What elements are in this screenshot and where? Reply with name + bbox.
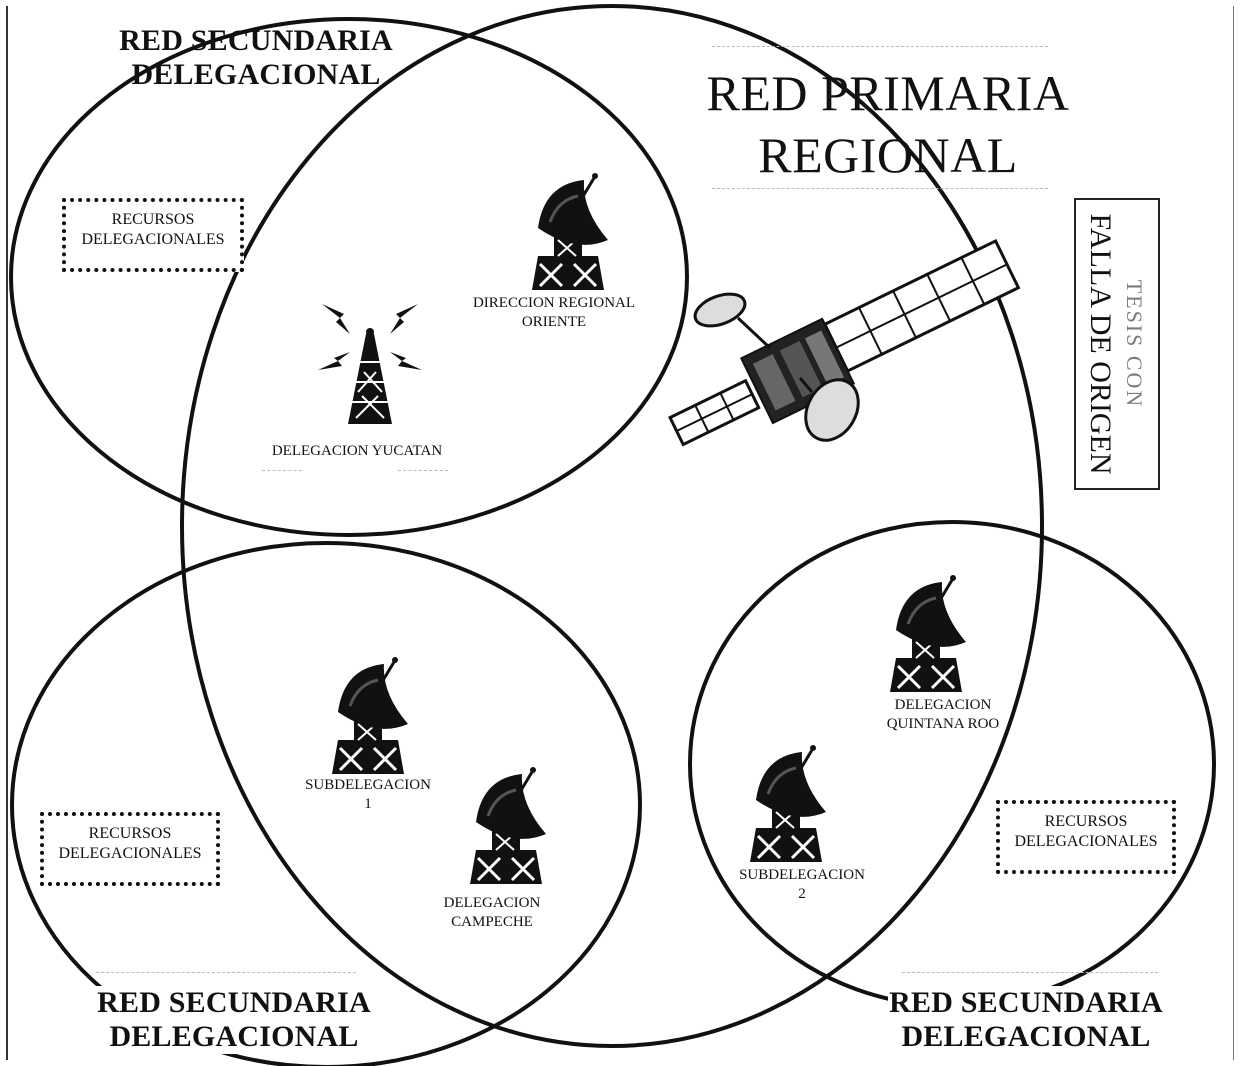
resources-box-line1: RECURSOS [111,211,195,228]
secondary-network-title-line1: RED SECUNDARIA [97,986,371,1019]
secondary-network-circle-bottom-left [10,541,642,1066]
satellite-dish-icon [748,743,828,864]
scan-line [902,972,1158,973]
secondary-network-title-bottom-right: RED SECUNDARIA DELEGACIONAL [888,986,1164,1054]
resources-box-bottom-left: RECURSOS DELEGACIONALES [40,812,220,886]
secondary-network-title-line2: DELEGACIONAL [901,1020,1151,1053]
site-label-line2: 2 [798,886,806,902]
secondary-network-title-line2: DELEGACIONAL [109,1020,359,1053]
resources-box-line1: RECURSOS [1044,813,1128,830]
site-label-line1: SUBDELEGACION [305,777,431,793]
site-label-subdelegation-1: SUBDELEGACION 1 [292,776,444,814]
thesis-stamp: TESIS CON FALLA DE ORIGEN [1074,198,1160,490]
resources-box-line2: DELEGACIONALES [58,845,202,862]
site-label-campeche: DELEGACION CAMPECHE [424,894,560,932]
secondary-network-title-bottom-left: RED SECUNDARIA DELEGACIONAL [96,986,372,1054]
site-label-regional-direction: DIRECCION REGIONAL ORIENTE [464,294,644,332]
resources-box-line2: DELEGACIONALES [1014,833,1158,850]
resources-box-top-left: RECURSOS DELEGACIONALES [62,198,244,272]
satellite-dish-icon [330,655,410,776]
scan-line [712,46,1048,47]
site-label-line1: DELEGACION [894,697,992,713]
site-label-line2: ORIENTE [521,314,587,330]
site-label-subdelegation-2: SUBDELEGACION 2 [726,866,878,904]
satellite-dish-icon [530,171,610,292]
primary-network-circle [180,4,1044,1048]
scan-line [262,470,302,471]
site-label-line1: DELEGACION [443,895,541,911]
secondary-network-title-line1: RED SECUNDARIA [119,24,393,57]
scan-line [712,188,1048,189]
resources-box-bottom-right: RECURSOS DELEGACIONALES [996,800,1176,874]
thesis-stamp-line2: FALLA DE ORIGEN [1084,213,1117,475]
scan-line [398,470,448,471]
secondary-network-circle-bottom-right [688,520,1216,1008]
satellite-dish-icon [468,765,548,886]
satellite-icon [668,238,1021,447]
secondary-network-title-line1: RED SECUNDARIA [889,986,1163,1019]
site-label-line1: DIRECCION REGIONAL [472,295,636,311]
satellite-dish-icon [888,573,968,694]
site-label-yucatan: DELEGACION YUCATAN [246,442,468,461]
thesis-stamp-line1: TESIS CON [1122,279,1147,409]
site-label-line1: SUBDELEGACION [739,867,865,883]
thesis-stamp-text: TESIS CON FALLA DE ORIGEN [1083,213,1151,474]
site-label-line2: 1 [364,796,372,812]
resources-box-line1: RECURSOS [88,825,172,842]
site-label-line1: DELEGACION YUCATAN [271,443,443,459]
primary-network-title: RED PRIMARIA REGIONAL [700,62,1076,186]
secondary-network-title-line2: DELEGACIONAL [131,58,381,91]
scan-line [96,972,356,973]
secondary-network-circle-top-left [9,17,689,537]
radio-tower-icon [318,304,422,424]
secondary-network-title-top-left: RED SECUNDARIA DELEGACIONAL [118,24,394,92]
site-label-line2: CAMPECHE [451,914,533,930]
primary-network-title-line1: RED PRIMARIA [706,65,1070,121]
site-label-quintana-roo: DELEGACION QUINTANA ROO [872,696,1014,734]
diagram-frame [6,6,1234,1060]
primary-network-title-line2: REGIONAL [758,127,1018,183]
site-label-line2: QUINTANA ROO [886,716,1000,732]
resources-box-line2: DELEGACIONALES [81,231,225,248]
